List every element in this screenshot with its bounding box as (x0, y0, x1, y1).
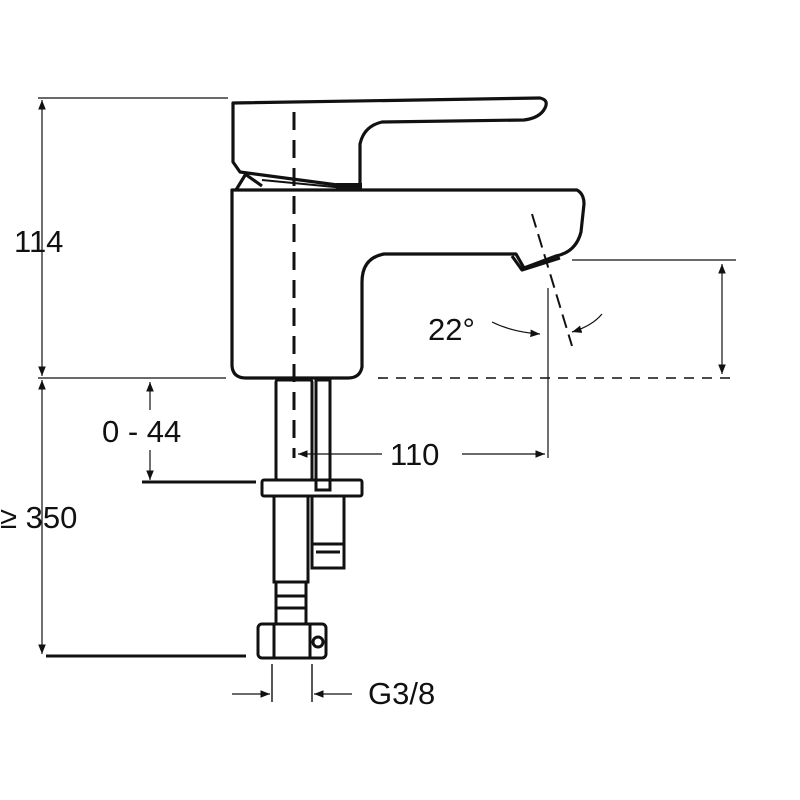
mounting-plate (260, 478, 364, 498)
hex-nut (256, 622, 328, 660)
supply-assembly (256, 378, 364, 660)
body-spout (230, 188, 586, 380)
rear-pipe (314, 378, 332, 492)
angle-arc-left (491, 321, 541, 338)
handle-joint-mark (336, 183, 362, 190)
dim-below-counter-label: ≥ 350 (0, 500, 77, 535)
dim-adjust-label: 0 - 44 (102, 414, 181, 449)
spray-axis-line (531, 213, 573, 347)
dim-connection-label: G3/8 (368, 676, 435, 711)
dim-reach-label: 110 (390, 437, 439, 472)
lever-handle (231, 96, 548, 188)
dim-angle-label: 22° (428, 312, 475, 347)
side-nut (310, 494, 346, 570)
lower-pipe (272, 494, 310, 584)
reference-lines (38, 97, 738, 658)
hex-nut-faces (272, 624, 312, 658)
hex-nut-bore (311, 635, 325, 649)
handle-joint (261, 179, 346, 189)
dim-height-label: 114 (14, 224, 63, 259)
side-nut-detail (312, 542, 344, 554)
hose-collar-detail (276, 594, 306, 610)
handle-neck (234, 171, 263, 191)
hose-collar (274, 580, 308, 626)
angle-arc-right (571, 313, 603, 333)
faucet-body (230, 96, 586, 380)
